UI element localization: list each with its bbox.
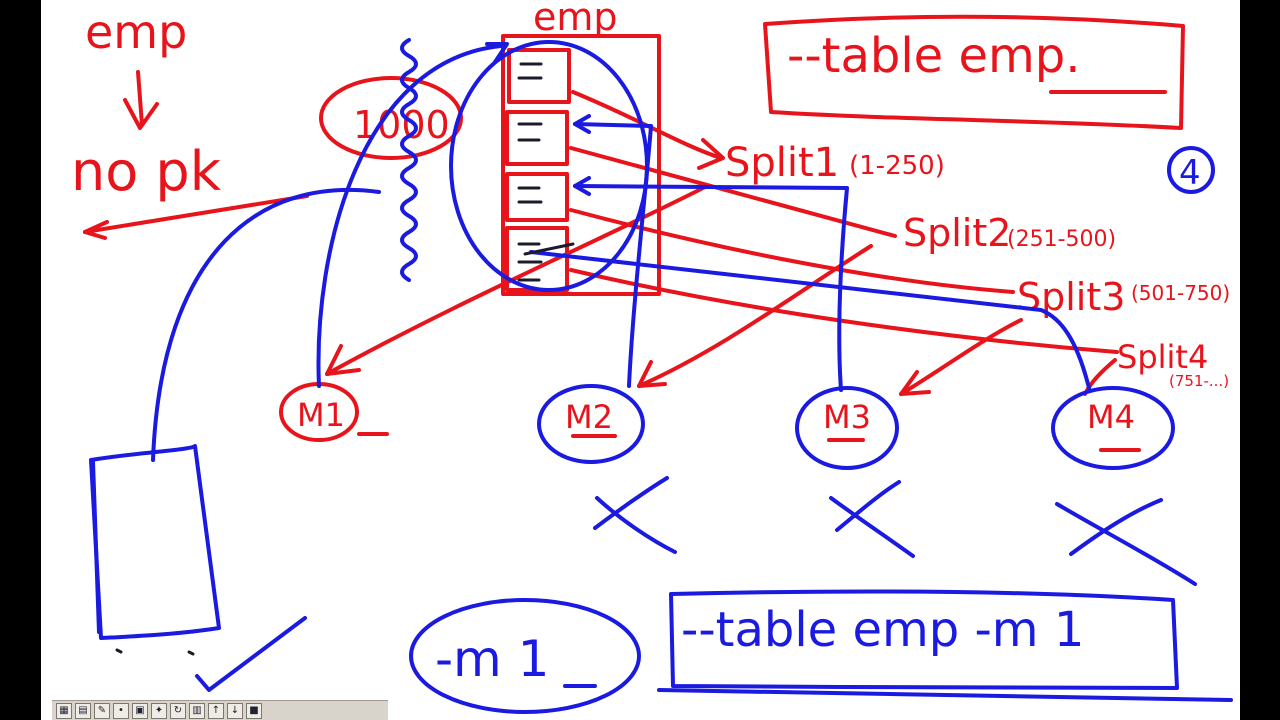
split4-label: Split4: [1117, 338, 1208, 376]
cross-m2: [593, 476, 677, 554]
box-icon[interactable]: ■: [246, 703, 262, 719]
no-pk-label: no pk: [71, 140, 222, 203]
dot-icon[interactable]: •: [113, 703, 129, 719]
whiteboard: emp no pk 1000 emp Split1 (1-250) Split2…: [41, 0, 1240, 720]
paint-icon[interactable]: ▦: [56, 703, 72, 719]
arrow-to-split2: [569, 146, 897, 238]
mapper-m3-label: M3: [823, 398, 871, 436]
m1-to-table: [316, 44, 503, 388]
cross-m4: [1055, 498, 1197, 586]
arrow-to-split1: [571, 90, 723, 160]
command-box-top: [763, 14, 1185, 130]
wave-marks: [400, 38, 418, 282]
row-marks: [517, 62, 543, 282]
diagram-canvas: emp no pk 1000 emp Split1 (1-250) Split2…: [71, 0, 1233, 714]
command-top: --table emp.: [787, 28, 1080, 84]
m3-to-block3: [573, 184, 849, 392]
clipboard-icon[interactable]: ▤: [75, 703, 91, 719]
m2-to-block2: [573, 122, 653, 388]
emp-label: emp: [85, 5, 187, 59]
split2-label: Split2: [903, 211, 1011, 255]
cross-m3: [829, 480, 915, 558]
no-pk-underline-arrow: [83, 194, 309, 234]
paste-icon[interactable]: ▥: [189, 703, 205, 719]
m-one-label: -m 1: [435, 630, 549, 688]
command-bottom: --table emp -m 1: [681, 602, 1084, 658]
mapper-m2-label: M2: [565, 398, 613, 436]
arrow-down-icon[interactable]: ↓: [227, 703, 243, 719]
split3-range: (501-750): [1131, 281, 1230, 305]
split1-label: Split1: [725, 140, 839, 186]
toolbar: ▦ ▤ ✎ • ▣ ✦ ↻ ▥ ↑ ↓ ■: [52, 700, 388, 720]
mapper-m1-label: M1: [297, 396, 345, 434]
check-mark: [195, 616, 307, 692]
refresh-icon[interactable]: ↻: [170, 703, 186, 719]
emp-table-title: emp: [533, 0, 618, 39]
emp-table: [501, 34, 661, 296]
down-arrow: [123, 70, 159, 130]
brush-icon[interactable]: ✦: [151, 703, 167, 719]
split2-range: (251-500): [1007, 227, 1116, 252]
rows-ellipse: [319, 76, 463, 160]
m4-to-block4: [529, 250, 1091, 390]
arrow-up-icon[interactable]: ↑: [208, 703, 224, 719]
arrow-to-split4: [569, 268, 1119, 354]
circle-four-label: 4: [1179, 153, 1201, 193]
folder-icon[interactable]: ▣: [132, 703, 148, 719]
command-box-bottom: [669, 589, 1179, 690]
split3-to-m3: [899, 318, 1023, 396]
split-block-3: [505, 172, 569, 222]
flow-to-output: [151, 187, 381, 462]
mapper-m2: [537, 384, 645, 464]
split-block-2: [505, 110, 569, 166]
mapper-m4-label: M4: [1087, 398, 1135, 436]
split4-range: (751-...): [1169, 372, 1229, 390]
split2-to-m2: [637, 244, 873, 388]
split3-label: Split3: [1017, 275, 1125, 319]
split1-range: (1-250): [849, 151, 945, 181]
pen-icon[interactable]: ✎: [94, 703, 110, 719]
output-rectangle: [89, 444, 221, 640]
split-block-1: [507, 48, 571, 104]
split1-to-m1: [325, 184, 709, 376]
mapper-m3: [795, 386, 899, 470]
circle-four: [1167, 146, 1215, 194]
m-one-ellipse: [409, 598, 641, 714]
mapper-m4: [1051, 386, 1175, 470]
